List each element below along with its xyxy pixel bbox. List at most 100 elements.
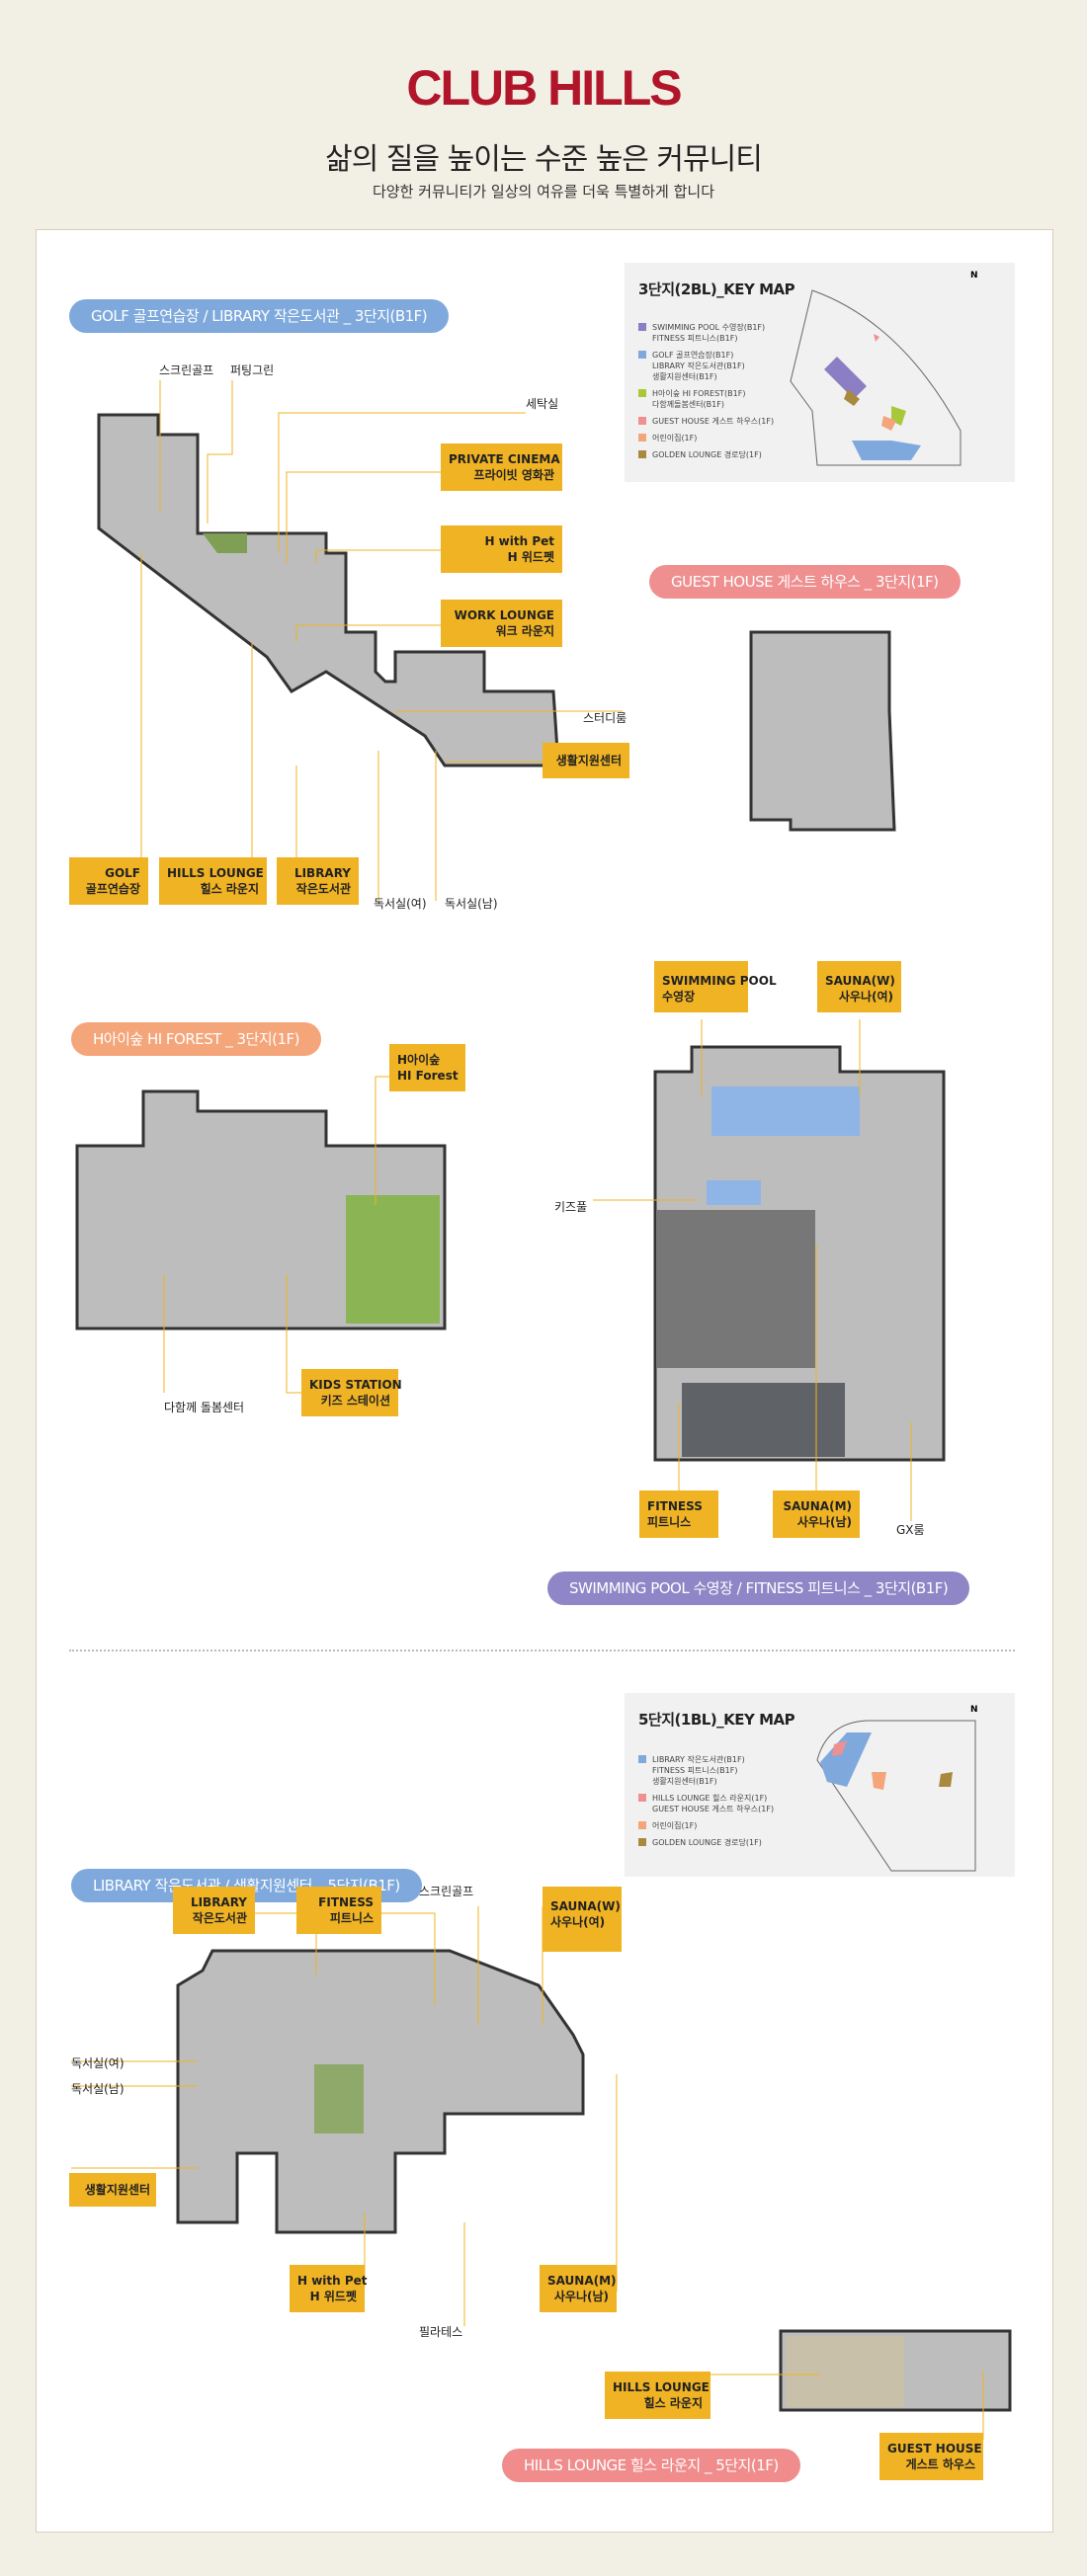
box-text: SAUNA(M) (547, 2274, 617, 2288)
box-text: 사우나(남) (796, 1515, 852, 1529)
keymap-legend: LIBRARY 작은도서관(B1F)FITNESS 피트니스(B1F)생활지원센… (638, 1754, 774, 1854)
box-text: H 위드펫 (309, 2290, 357, 2303)
box-text: H with Pet (297, 2274, 368, 2288)
label-kids-pool: 키즈풀 (554, 1200, 588, 1214)
legend-text: HILLS LOUNGE 힐스 라운지(1F) (652, 1794, 768, 1803)
box-support-center: 생활지원센터 (69, 2173, 156, 2207)
box-text: 게스트 하우스 (905, 2457, 975, 2471)
fitness-floor (682, 1383, 845, 1457)
legend-item: 어린이집(1F) (638, 433, 774, 443)
box-text: HILLS LOUNGE (613, 2380, 710, 2394)
kids-pool-water (707, 1180, 761, 1205)
guest-house-plan (749, 630, 896, 832)
site-map (790, 289, 962, 466)
legend-text: GUEST HOUSE 게스트 하우스(1F) (652, 417, 775, 426)
forest-garden (346, 1195, 440, 1324)
section-pill-golf: GOLF 골프연습장 / LIBRARY 작은도서관 _ 3단지(B1F) (69, 299, 450, 333)
keymap-title: 5단지(1BL)_KEY MAP (638, 1711, 795, 1729)
keymap-3: 3단지(2BL)_KEY MAP SWIMMING POOL 수영장(B1F)F… (625, 263, 1015, 482)
box-text: H with Pet (484, 534, 554, 548)
page-subtitle: 삶의 질을 높이는 수준 높은 커뮤니티 (325, 142, 763, 177)
box-fitness: FITNESS 피트니스 (296, 1887, 381, 1934)
box-text: 힐스 라운지 (643, 2396, 703, 2410)
box-text: GUEST HOUSE (887, 2442, 982, 2455)
swatch-icon (638, 1794, 646, 1802)
box-text: 키즈 스테이션 (320, 1394, 390, 1408)
box-text: 사우나(여) (838, 990, 893, 1004)
page-title: CLUB HILLS (406, 60, 682, 116)
section-pill-hi-forest: H아이숲 HI FOREST _ 3단지(1F) (71, 1022, 321, 1056)
box-text: 골프연습장 (85, 882, 140, 896)
box-hills-lounge: HILLS LOUNGE 힐스 라운지 (605, 2372, 711, 2419)
box-text: SAUNA(W) (825, 974, 895, 988)
pool-courtyard (657, 1210, 815, 1368)
section-pill-pool: SWIMMING POOL 수영장 / FITNESS 피트니스 _ 3단지(B… (547, 1571, 970, 1605)
legend-text: 생활지원센터(B1F) (652, 1777, 717, 1786)
box-text: FITNESS (318, 1895, 374, 1909)
box-text: H아이숲 (397, 1053, 441, 1067)
swatch-icon (638, 1755, 646, 1763)
site-map (816, 1720, 976, 1872)
box-hi-forest: H아이숲 HI Forest (389, 1044, 465, 1091)
legend-item: GUEST HOUSE 게스트 하우스(1F) (638, 416, 774, 427)
label-reading-m: 독서실(남) (445, 897, 498, 911)
legend-item: SWIMMING POOL 수영장(B1F)FITNESS 피트니스(B1F) (638, 322, 774, 344)
keymap-5: 5단지(1BL)_KEY MAP LIBRARY 작은도서관(B1F)FITNE… (625, 1693, 1015, 1877)
box-text: 작은도서관 (192, 1911, 247, 1925)
swatch-icon (638, 417, 646, 425)
section-divider (69, 1650, 1015, 1651)
box-text: HI Forest (397, 1069, 459, 1083)
legend-item: H아이숲 HI FOREST(B1F) 다함께돌봄센터(B1F) (638, 388, 774, 410)
section-pill-guest-house: GUEST HOUSE 게스트 하우스 _ 3단지(1F) (649, 565, 961, 599)
library5-plan (176, 1949, 585, 2234)
compass-icon: N (970, 271, 978, 281)
box-text: 수영장 (662, 990, 696, 1004)
hills-lounge-floor (786, 2336, 904, 2407)
legend-item: GOLF 골프연습장(B1F)LIBRARY 작은도서관(B1F)생활지원센터(… (638, 350, 774, 382)
legend-text: H아이숲 HI FOREST(B1F) (652, 389, 746, 398)
compass-icon: N (970, 1705, 978, 1715)
legend-text: FITNESS 피트니스(B1F) (652, 1766, 738, 1775)
swatch-icon (638, 1838, 646, 1846)
box-text: H 위드펫 (507, 550, 554, 564)
label-putting-green: 퍼팅그린 (230, 363, 275, 377)
legend-text: FITNESS 피트니스(B1F) (652, 334, 738, 343)
label-laundry: 세탁실 (526, 397, 559, 411)
box-sauna-m: SAUNA(M) 사우나(남) (773, 1490, 860, 1538)
golf-floor-plan (97, 413, 560, 767)
box-text: FITNESS (647, 1499, 703, 1513)
box-text: SAUNA(W) (550, 1899, 621, 1913)
box-fitness: FITNESS 피트니스 (639, 1490, 718, 1538)
box-text: 사우나(여) (550, 1915, 606, 1929)
box-sauna-w: SAUNA(W) 사우나(여) (543, 1887, 622, 1952)
label-care-center: 다함께 돌봄센터 (164, 1401, 245, 1414)
section-pill-hills-lounge: HILLS LOUNGE 힐스 라운지 _ 5단지(1F) (502, 2449, 800, 2482)
box-text: LIBRARY (190, 1895, 247, 1909)
box-text: 피트니스 (647, 1515, 692, 1529)
box-text: SAUNA(M) (783, 1499, 852, 1513)
legend-text: 다함께돌봄센터(B1F) (652, 400, 724, 409)
legend-item: GOLDEN LOUNGE 경로당(1F) (638, 449, 774, 460)
label-reading-w: 독서실(여) (71, 2056, 125, 2070)
legend-text: GOLDEN LOUNGE 경로당(1F) (652, 1838, 762, 1847)
pool-water (711, 1087, 860, 1136)
legend-text: 어린이집(1F) (652, 434, 698, 443)
legend-text: LIBRARY 작은도서관(B1F) (652, 362, 745, 370)
box-text: 프라이빗 영화관 (473, 468, 554, 482)
label-screen-golf: 스크린골프 (159, 363, 214, 377)
swatch-icon (638, 389, 646, 397)
box-text: 피트니스 (329, 1911, 374, 1925)
legend-item: HILLS LOUNGE 힐스 라운지(1F) GUEST HOUSE 게스트 하… (638, 1793, 774, 1814)
keymap-title: 3단지(2BL)_KEY MAP (638, 281, 795, 298)
box-text: KIDS STATION (309, 1378, 402, 1392)
legend-text: 생활지원센터(B1F) (652, 372, 717, 381)
label-reading-w: 독서실(여) (374, 897, 427, 911)
label-study-room: 스터디룸 (583, 711, 627, 725)
box-text: 사우나(남) (553, 2290, 609, 2303)
legend-text: GUEST HOUSE 게스트 하우스(1F) (652, 1805, 775, 1813)
page-description: 다양한 커뮤니티가 일상의 여유를 더욱 특별하게 합니다 (372, 183, 714, 201)
